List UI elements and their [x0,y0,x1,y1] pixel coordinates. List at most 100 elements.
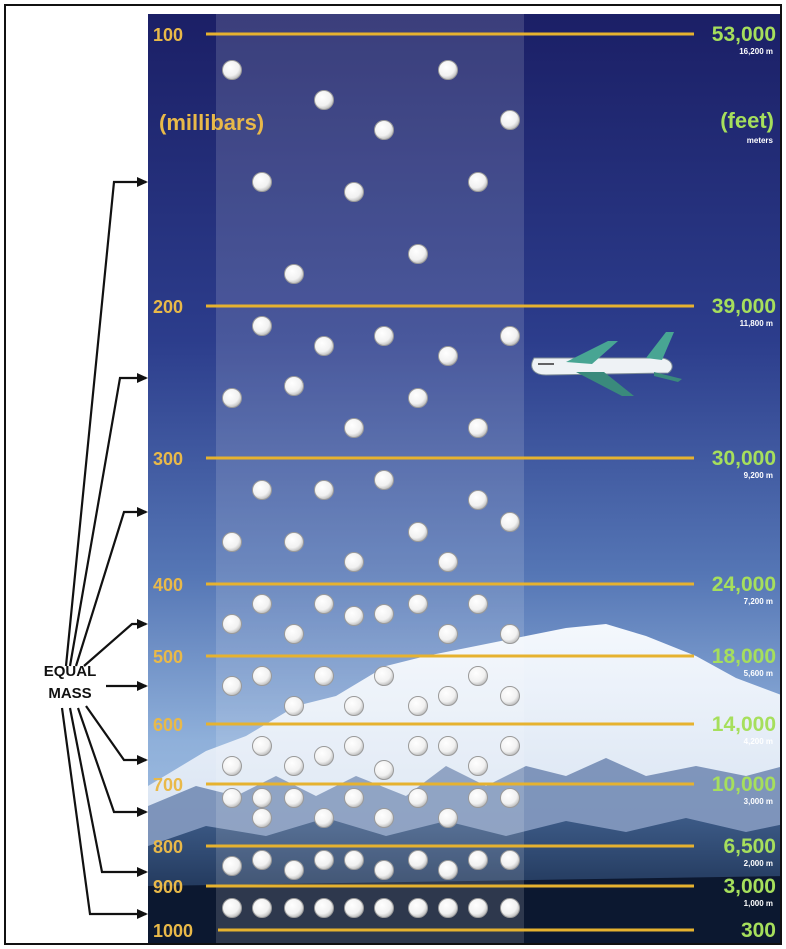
equal-mass-arrow-9 [60,707,146,916]
air-molecule-icon [314,594,334,614]
feet-label-400: 24,000 [712,573,776,596]
air-molecule-icon [468,666,488,686]
air-molecule-icon [314,90,334,110]
feet-label-100: 53,000 [712,23,776,46]
air-molecule-icon [314,808,334,828]
air-molecule-icon [344,552,364,572]
air-molecule-icon [374,604,394,624]
air-molecule-icon [408,244,428,264]
air-molecule-icon [438,624,458,644]
air-molecule-icon [468,756,488,776]
meters-label-700: 3,000 m [744,797,773,806]
pressure-label-600: 600 [153,715,183,735]
air-molecule-icon [374,860,394,880]
air-molecule-icon [344,736,364,756]
air-molecule-icon [408,388,428,408]
air-molecule-icon [500,850,520,870]
air-molecule-icon [500,736,520,756]
equal-mass-arrow-1 [64,180,146,667]
arrowhead-icon [137,909,148,919]
air-molecule-icon [284,376,304,396]
air-molecule-icon [408,736,428,756]
air-molecule-icon [222,898,242,918]
air-molecule-icon [222,676,242,696]
feet-unit-label: (feet) [720,108,774,133]
feet-label-900: 3,000 [723,875,776,898]
air-molecule-icon [284,898,304,918]
air-molecule-icon [500,512,520,532]
air-molecule-icon [408,788,428,808]
air-molecule-icon [468,788,488,808]
feet-label-200: 39,000 [712,295,776,318]
air-molecule-icon [438,346,458,366]
pressure-label-900: 900 [153,877,183,897]
air-molecule-icon [314,666,334,686]
pressure-label-800: 800 [153,837,183,857]
air-molecule-icon [252,666,272,686]
air-molecule-icon [222,532,242,552]
air-molecule-icon [284,788,304,808]
air-molecules [222,60,520,918]
air-molecule-icon [374,898,394,918]
equal-mass-arrow-2 [68,376,146,667]
air-molecule-icon [314,850,334,870]
air-molecule-icon [468,850,488,870]
feet-label-700: 10,000 [712,773,776,796]
air-molecule-icon [408,522,428,542]
air-molecule-icon [438,898,458,918]
air-molecule-icon [374,666,394,686]
air-molecule-icon [468,490,488,510]
airplane-icon [531,332,682,396]
air-molecule-icon [344,418,364,438]
arrowhead-icon [137,619,148,629]
meters-label-600: 4,200 m [744,737,773,746]
meters-label-100: 16,200 m [739,47,773,56]
air-molecule-icon [284,756,304,776]
meters-label-400: 7,200 m [744,597,773,606]
air-molecule-icon [500,788,520,808]
meters-label-300: 9,200 m [744,471,773,480]
air-column [216,14,524,943]
air-molecule-icon [252,172,272,192]
air-molecule-icon [500,110,520,130]
feet-label-600: 14,000 [712,713,776,736]
air-molecule-icon [374,760,394,780]
feet-label-800: 6,500 [723,835,776,858]
air-molecule-icon [284,264,304,284]
air-molecule-icon [252,898,272,918]
air-molecule-icon [252,808,272,828]
pressure-label-300: 300 [153,449,183,469]
air-molecule-icon [468,172,488,192]
feet-label-300: 30,000 [712,447,776,470]
meters-label-900: 1,000 m [744,899,773,908]
pressure-label-100: 100 [153,25,183,45]
air-molecule-icon [344,696,364,716]
air-molecule-icon [438,686,458,706]
air-molecule-icon [252,850,272,870]
pressure-unit-label: (millibars) [159,110,264,135]
pressure-label-700: 700 [153,775,183,795]
arrowhead-icon [137,755,148,765]
air-molecule-icon [344,182,364,202]
air-molecule-icon [500,326,520,346]
meters-label-500: 5,600 m [744,669,773,678]
arrowhead-icon [137,373,148,383]
air-molecule-icon [284,696,304,716]
pressure-label-500: 500 [153,647,183,667]
air-molecule-icon [314,480,334,500]
air-molecule-icon [222,856,242,876]
air-molecule-icon [408,850,428,870]
equal-mass-arrow-7 [76,707,146,814]
air-molecule-icon [222,388,242,408]
air-molecule-icon [252,736,272,756]
air-molecule-icon [374,326,394,346]
air-molecule-icon [222,60,242,80]
air-molecule-icon [374,120,394,140]
air-molecule-icon [344,788,364,808]
air-molecule-icon [252,316,272,336]
air-molecule-icon [314,746,334,766]
arrowhead-icon [137,807,148,817]
